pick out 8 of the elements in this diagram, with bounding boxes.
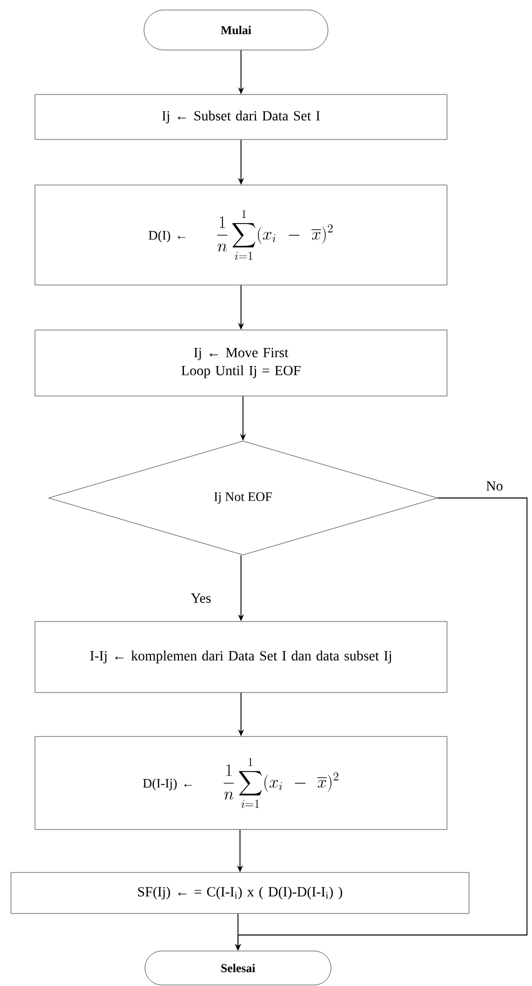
process-box: Ij ← Subset dari Data Set I — [34, 94, 448, 140]
process-box: I-Ij ← komplemen dari Data Set I dan data subset Ij — [34, 621, 448, 693]
edge-label: No — [486, 481, 502, 491]
process-box: D(I-Ij) ← $\frac{1}{n}\sum_{i=1}^{1}(x_{i}-\overline{x})^{2}$ — [34, 736, 448, 830]
process-box: Ij ← Move First Loop Until Ij = EOF — [34, 330, 448, 396]
edge-label: Yes — [190, 594, 211, 603]
process-box: D(I) ← $\frac{1}{n}\sum_{i=1}^{1}(x_{i}-\overline{x})^{2}$ — [34, 184, 448, 286]
process-box: SF(Ij) ← = C(I-I$_{i}$) x ( D(I)-D(I-I$_{i}$) ) — [10, 872, 470, 914]
